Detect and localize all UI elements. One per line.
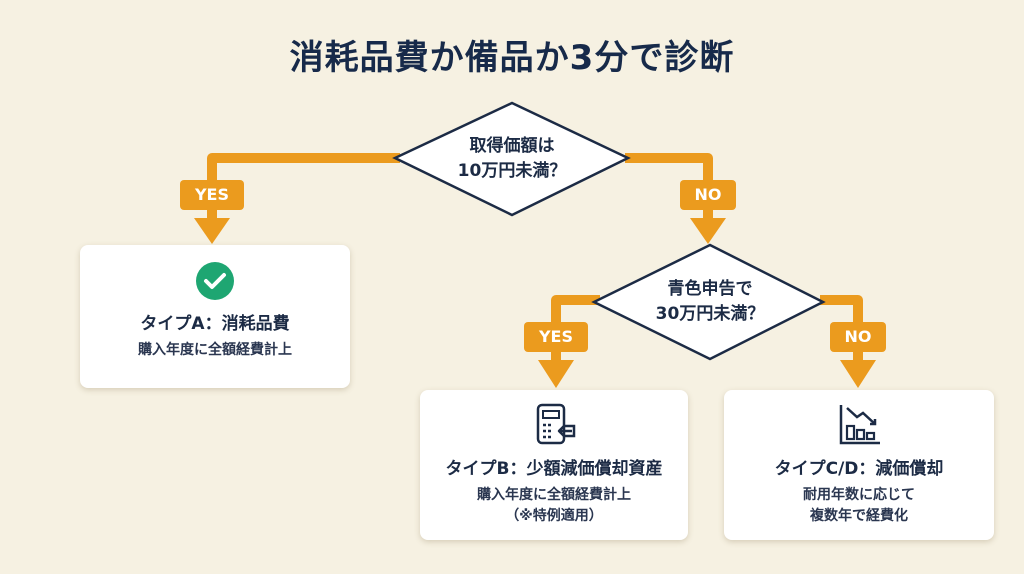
arrowhead-no-1: [690, 218, 726, 244]
calculator-icon: [536, 403, 576, 445]
yes-badge-1: YES: [180, 180, 244, 210]
result-b-desc-line1: 購入年度に全額経費計上: [477, 487, 631, 503]
result-card-type-b: タイプB：少額減価償却資産 購入年度に全額経費計上 （※特例適用）: [420, 390, 688, 540]
decision-diamond-1: [392, 101, 631, 217]
result-card-type-cd: タイプC/D：減価償却 耐用年数に応じて 複数年で経費化: [724, 390, 994, 540]
decision-2-text: 青色申告で 30万円未満？: [628, 277, 792, 327]
decision-1-text: 取得価額は 10万円未満？: [430, 134, 594, 184]
no-badge-2: NO: [830, 322, 886, 352]
decision-1-line2: 10万円未満？: [457, 161, 567, 181]
result-a-title: タイプA：消耗品費: [140, 314, 290, 334]
result-cd-desc-line2: 複数年で経費化: [810, 508, 908, 524]
arrowhead-yes-1: [194, 218, 230, 244]
no-badge-1: NO: [680, 180, 736, 210]
declining-chart-icon: [839, 405, 880, 445]
decision-2-line2: 30万円未満？: [655, 304, 765, 324]
result-card-type-a: タイプA：消耗品費 購入年度に全額経費計上: [80, 245, 350, 388]
yes-badge-2: YES: [524, 322, 588, 352]
result-b-desc-line2: （※特例適用）: [505, 508, 603, 524]
result-b-title: タイプB：少額減価償却資産: [445, 459, 663, 479]
page-title: 消耗品費か備品か3分で診断: [289, 38, 735, 78]
result-b-desc: 購入年度に全額経費計上 （※特例適用）: [420, 485, 688, 527]
decision-diamond-2: [591, 243, 826, 361]
result-cd-desc: 耐用年数に応じて 複数年で経費化: [724, 485, 994, 527]
check-circle-icon: [196, 262, 234, 300]
arrowhead-no-2: [840, 360, 876, 388]
result-a-desc: 購入年度に全額経費計上: [138, 342, 292, 358]
decision-1-line1: 取得価額は: [469, 136, 555, 156]
result-cd-title: タイプC/D：減価償却: [774, 459, 944, 479]
result-cd-desc-line1: 耐用年数に応じて: [803, 487, 915, 503]
arrowhead-yes-2: [538, 360, 574, 388]
decision-2-line1: 青色申告で: [667, 279, 753, 299]
